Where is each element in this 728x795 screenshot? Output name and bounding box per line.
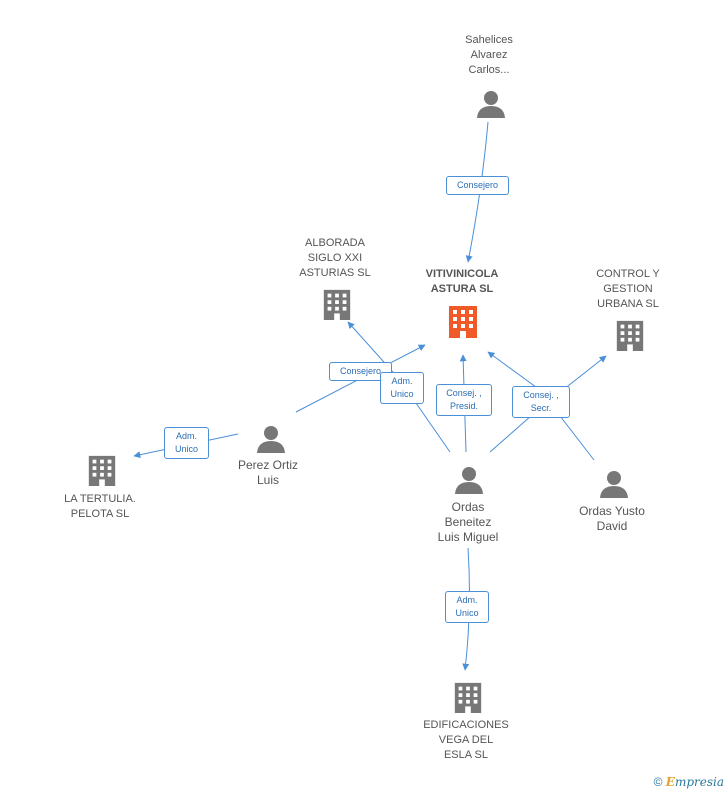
footer-brand: © Empresia [654,775,724,789]
copyright-symbol: © [653,775,663,789]
company-icon-tertulia[interactable] [86,453,118,487]
node-label-perez[interactable]: Perez Ortiz Luis [237,458,298,487]
person-icon-ordas-yusto[interactable] [599,469,629,499]
company-icon-edificaciones[interactable] [452,680,484,714]
node-label-alborada[interactable]: ALBORADA SIGLO XXI ASTURIAS SL [299,237,371,279]
brand-logo: Empresia [665,775,724,789]
node-label-ordas-yusto[interactable]: Ordas Yusto David [579,504,645,533]
node-label-ordas-beneitez[interactable]: Ordas Beneitez Luis Miguel [437,500,499,544]
node-label-vitivinicola[interactable]: VITIVINICOLA ASTURA SL [425,268,499,295]
edge-label-adm-unico-left[interactable]: Adm. Unico [164,427,209,459]
person-icon-sahelices[interactable] [476,89,506,119]
company-icon-vitivinicola[interactable] [446,304,480,338]
node-label-edificaciones[interactable]: EDIFICACIONES VEGA DEL ESLA SL [423,719,509,761]
edge-label-adm-unico-bottom[interactable]: Adm. Unico [445,591,489,623]
node-label-sahelices[interactable]: Sahelices Alvarez Carlos... [465,34,513,76]
node-label-tertulia[interactable]: LA TERTULIA. PELOTA SL [64,493,136,520]
edge-label-consej-presid[interactable]: Consej. , Presid. [436,384,492,416]
edge-label-consejero-mid[interactable]: Consejero [329,362,392,381]
person-icon-ordas-beneitez[interactable] [454,465,484,495]
edge-label-adm-unico-mid[interactable]: Adm. Unico [380,372,424,404]
company-icon-control[interactable] [614,318,646,352]
edge-label-consejero-top[interactable]: Consejero [446,176,509,195]
company-icon-alborada[interactable] [321,287,353,321]
node-label-control[interactable]: CONTROL Y GESTION URBANA SL [596,268,660,310]
person-icon-perez[interactable] [256,424,286,454]
edge-label-consej-secr[interactable]: Consej. , Secr. [512,386,570,418]
